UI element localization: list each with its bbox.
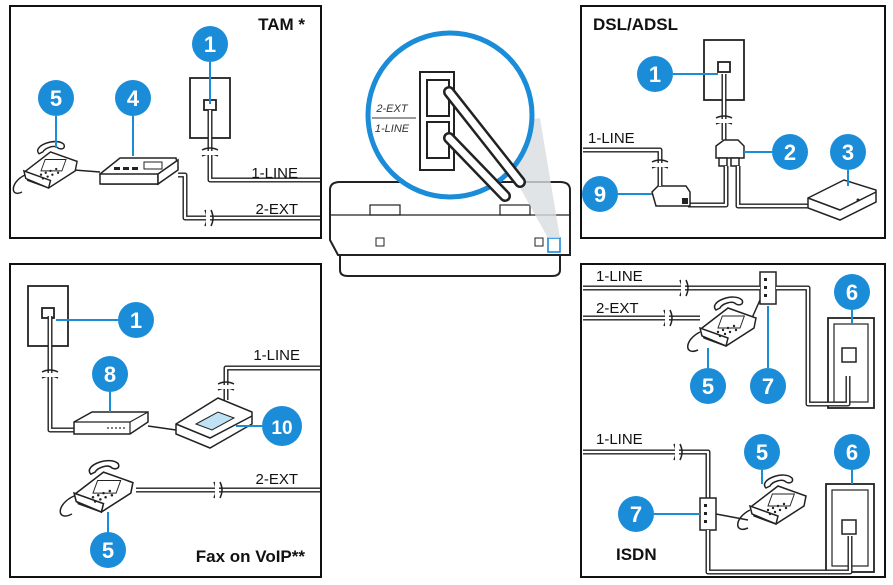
badge-5: 5 [90,512,126,568]
splitter-icon [699,497,717,531]
router-icon [175,397,253,449]
panel-dsl: DSL/ADSL 1-LINE [580,5,886,239]
badge-5: 5 [744,434,780,484]
port-label-2ext: 2-EXT [375,103,408,115]
svg-text:5: 5 [50,86,62,111]
panel-tam-title: TAM * [258,15,305,34]
svg-text:5: 5 [756,440,768,465]
dsl-line-label: 1-LINE [588,130,635,147]
badge-9: 9 [582,176,652,212]
badge-8: 8 [92,356,128,412]
modem-icon [73,411,149,435]
svg-text:7: 7 [762,374,774,399]
badge-1: 1 [637,56,718,92]
svg-text:9: 9 [594,182,606,207]
svg-text:5: 5 [102,538,114,563]
badge-6: 6 [834,274,870,324]
voip-ext-label: 2-EXT [255,471,298,488]
svg-text:1: 1 [204,32,216,57]
panel-isdn: 1-LINE 2-EXT 6 5 [580,263,886,578]
tam-line-label: 1-LINE [251,165,298,182]
port-label-1line: 1-LINE [375,123,410,135]
panel-voip: Fax on VoIP** 1-LINE [9,263,322,578]
svg-text:6: 6 [846,440,858,465]
badge-1: 1 [192,26,228,104]
isdn-section: 1-LINE ISDN 5 6 [583,431,875,575]
badge-1: 1 [56,302,154,338]
badge-5: 5 [690,348,726,404]
badge-7: 7 [618,496,700,532]
isdn-line-label: 1-LINE [596,431,643,448]
printer-port-closeup: 2-EXT 1-LINE [372,71,526,202]
svg-text:7: 7 [630,502,642,527]
panel-tam-frame [9,5,322,239]
splitter-icon [715,139,745,167]
svg-text:2: 2 [784,140,796,165]
badge-6: 6 [834,434,870,484]
svg-text:3: 3 [842,140,854,165]
printer-icon: 2-EXT 1-LINE [329,30,571,277]
svg-text:10: 10 [271,418,292,439]
svg-text:1: 1 [649,62,661,87]
svg-text:6: 6 [846,280,858,305]
answering-machine-icon [99,157,179,186]
badge-5: 5 [38,80,74,148]
panel-dsl-title: DSL/ADSL [593,15,678,34]
modem-icon [807,179,877,221]
panel-voip-title: Fax on VoIP** [196,547,306,566]
panel-isdn-title: ISDN [616,545,657,564]
svg-text:5: 5 [702,374,714,399]
badge-7: 7 [750,306,786,404]
voip-line-label: 1-LINE [253,347,300,364]
badge-4: 4 [115,80,151,156]
panel-tam: TAM * 1-LINE 2-EXT [9,5,322,239]
ethernet-jack-icon [827,317,875,409]
pbx-ext-label: 2-EXT [596,300,639,317]
tam-ext-label: 2-EXT [255,201,298,218]
svg-text:4: 4 [127,86,140,111]
pbx-line-label: 1-LINE [596,268,643,285]
badge-3: 3 [830,134,866,186]
splitter-icon [759,271,777,305]
pbx-section: 1-LINE 2-EXT 6 5 [583,268,875,409]
badge-2: 2 [744,134,808,170]
svg-text:8: 8 [104,362,116,387]
badge-10: 10 [236,406,302,446]
svg-text:1: 1 [130,308,142,333]
filter-icon [651,185,691,207]
